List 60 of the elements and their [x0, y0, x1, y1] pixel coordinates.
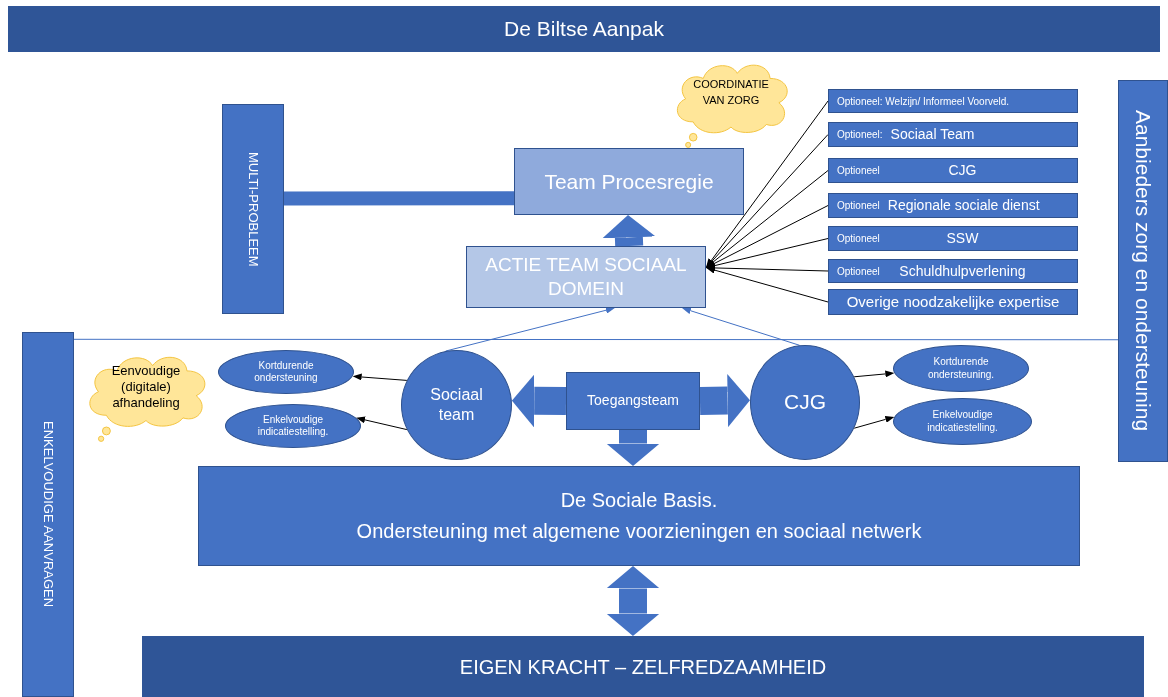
vertical-bar [222, 104, 284, 314]
node-label: CJG [947, 161, 978, 180]
node-label: ACTIE TEAM SOCIAAL DOMEIN [484, 253, 688, 301]
node-label: Optioneel [837, 164, 880, 178]
connector-line [73, 338, 1119, 341]
option-box [828, 89, 1078, 113]
node-label: Kortdurende ondersteuning. [926, 356, 996, 381]
node-label: COORDINATIE VAN ZORG [693, 76, 769, 108]
node-label: Optioneel: [837, 128, 883, 142]
option-box [828, 122, 1078, 147]
block-arrow [699, 373, 751, 428]
arrow [853, 415, 895, 429]
arrow [352, 373, 408, 381]
node-label: Sociaal team [429, 385, 484, 425]
node-label: CJG [784, 389, 826, 416]
node-label: Optioneel: Welzijn/ Informeel Voorveld. [837, 94, 1010, 109]
banner-band [142, 636, 1144, 697]
arrow [706, 266, 829, 303]
process-box [198, 466, 1080, 566]
block-arrow [606, 430, 660, 466]
block-arrow [602, 215, 656, 247]
node-label: Kortdurende ondersteuning [253, 359, 319, 385]
node-label: Optioneel [837, 232, 880, 246]
node-label: Eenvoudige (digitale) afhandeling [111, 362, 181, 412]
arrow [853, 370, 895, 378]
node-label: De Sociale Basis. [560, 487, 718, 513]
connector-bar [284, 191, 514, 206]
node-label: Aanbieders zorg en ondersteuning [1130, 110, 1156, 432]
node-label: Enkelvoudige indicatiestelling. [256, 413, 330, 439]
node-label: Optioneel [837, 199, 880, 213]
node-label: Team Procesregie [544, 168, 714, 195]
option-box [828, 226, 1078, 251]
arrow [682, 307, 801, 346]
option-box [828, 158, 1078, 183]
vertical-bar [1118, 80, 1168, 462]
node-label: Schuldhulpverlening [898, 261, 1027, 281]
block-arrow [606, 566, 660, 636]
node-label: Regionale sociale dienst [887, 196, 1041, 215]
arrow [706, 238, 829, 269]
vertical-bar [22, 332, 74, 697]
block-arrow [511, 374, 567, 428]
node-label: Optioneel [837, 264, 880, 279]
title-band: De Biltse Aanpak [8, 6, 1160, 52]
node-label: Overige noodzakelijke expertise [845, 291, 1061, 312]
process-box [514, 148, 744, 215]
node-label: ENKELVOUDIGE AANVRAGEN [39, 421, 57, 608]
node-label: MULTI-PROBLEEM [244, 151, 262, 267]
option-box [828, 289, 1078, 315]
process-box [566, 372, 700, 430]
node-label: SSW [945, 229, 980, 248]
arrow [356, 416, 408, 431]
option-box [828, 193, 1078, 218]
node-label: Enkelvoudige indicatiestelling. [926, 409, 999, 434]
process-box [466, 246, 706, 308]
arrow [706, 264, 829, 272]
node-label: EIGEN KRACHT – ZELFREDZAAMHEID [459, 654, 827, 680]
node-label: Sociaal Team [890, 125, 975, 144]
node-label: Toegangsteam [587, 391, 679, 411]
node-label: Ondersteuning met algemene voorzieningen en sociaal netwerk [356, 519, 922, 544]
option-box [828, 259, 1078, 283]
